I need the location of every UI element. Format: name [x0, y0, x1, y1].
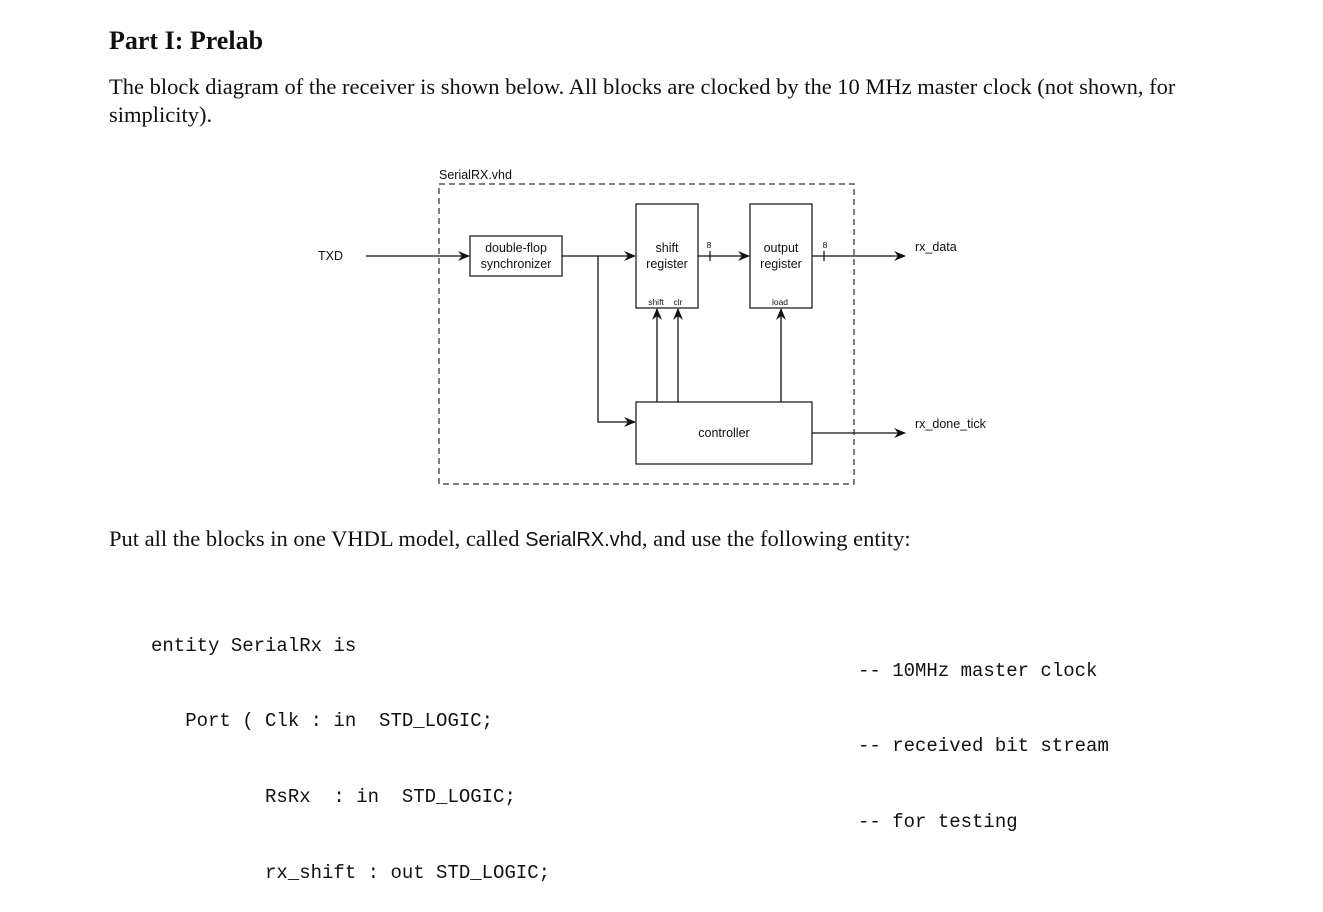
- entity-code-block: entity SerialRx is Port ( Clk : in STD_L…: [151, 583, 550, 912]
- shift-register-block: [635, 203, 699, 309]
- instruction-filename: SerialRX.vhd: [525, 529, 642, 551]
- shift-register-label-1: shift: [656, 241, 679, 255]
- intro-paragraph: The block diagram of the receiver is sho…: [109, 74, 1176, 127]
- sync-to-controller-wire: [597, 256, 636, 427]
- load-port-label: load: [772, 297, 788, 307]
- bus-width-label-1: 8: [707, 240, 712, 250]
- code-comment: -- for testing: [858, 811, 1018, 834]
- instruction-paragraph: Put all the blocks in one VHDL model, ca…: [109, 525, 1259, 554]
- synchronizer-block: [469, 235, 563, 277]
- code-comment: -- received bit stream: [858, 735, 1109, 758]
- code-line: entity SerialRx is: [151, 634, 357, 657]
- code-line: Port ( Clk : in STD_LOGIC;: [151, 710, 494, 733]
- code-comments: -- 10MHz master clock -- received bit st…: [858, 608, 1109, 861]
- module-boundary: [438, 183, 855, 485]
- code-line: RsRx : in STD_LOGIC;: [151, 786, 516, 809]
- output-register-block: [749, 203, 813, 309]
- bus-width-label-2: 8: [823, 240, 828, 250]
- code-comment: -- 10MHz master clock: [858, 659, 1098, 682]
- section-heading: Part I: Prelab: [109, 26, 264, 55]
- output-register-label-2: register: [760, 257, 802, 271]
- block-diagram: SerialRX.vhd TXD double-flop synchronize…: [318, 168, 987, 485]
- shift-register-label-2: register: [646, 257, 688, 271]
- instruction-text-after: , and use the following entity:: [641, 526, 911, 551]
- input-label-txd: TXD: [318, 249, 343, 263]
- clr-port-label: clr: [674, 297, 683, 307]
- controller-block: [635, 401, 813, 465]
- controller-label: controller: [698, 426, 749, 440]
- synchronizer-label-1: double-flop: [485, 241, 547, 255]
- synchronizer-label-2: synchronizer: [481, 257, 552, 271]
- output-label-rx-data: rx_data: [915, 240, 957, 254]
- output-label-rx-done-tick: rx_done_tick: [915, 417, 987, 431]
- code-line: rx_shift : out STD_LOGIC;: [151, 862, 551, 885]
- shift-port-label: shift: [648, 297, 664, 307]
- output-register-label-1: output: [764, 241, 799, 255]
- instruction-text-before: Put all the blocks in one VHDL model, ca…: [109, 526, 526, 551]
- module-label: SerialRX.vhd: [439, 168, 512, 182]
